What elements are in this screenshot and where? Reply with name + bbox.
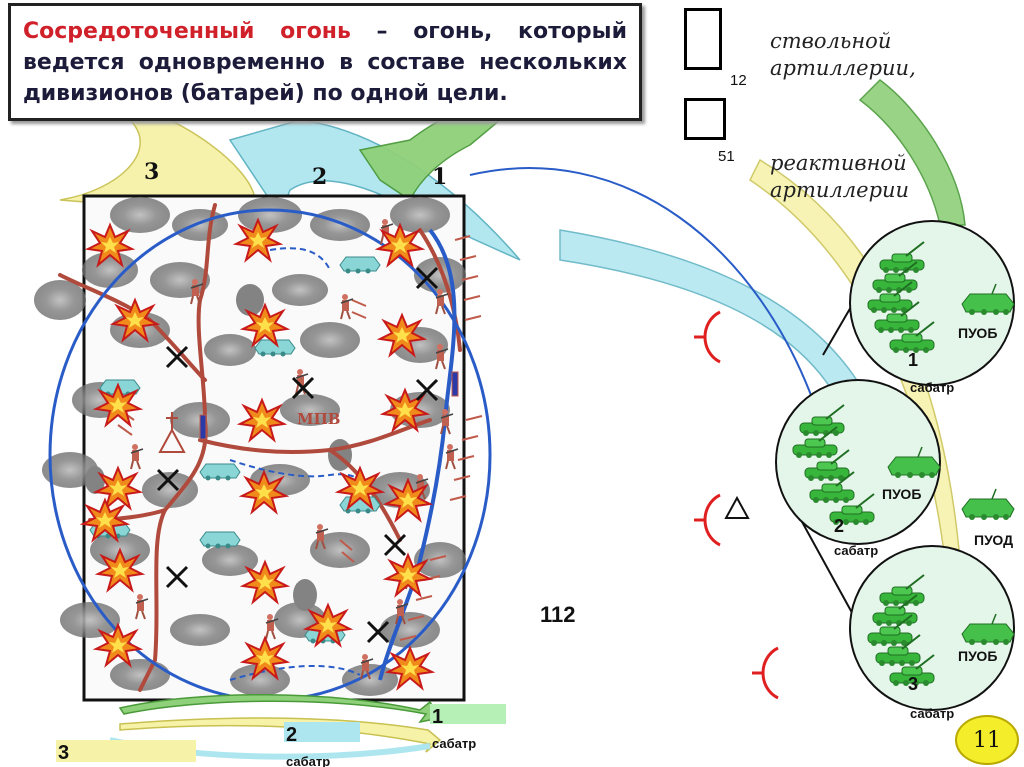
division-post: ПУОД (974, 532, 1014, 548)
battery-3-unit: сабатр (910, 706, 955, 721)
dashed-line (229, 459, 370, 506)
target-label: МПВ (297, 410, 341, 428)
battery-1-number: 1 (908, 350, 919, 370)
battery-3-symbol (849, 545, 1015, 711)
bottom-label-2-number: 2 (286, 724, 298, 746)
bottom-band-2 (284, 722, 360, 742)
fire-arrow-label-2: 2 (312, 164, 328, 190)
battery2-fire-path (559, 229, 862, 396)
legend-rocket-box (684, 98, 726, 140)
battery-1-symbol (822, 220, 1015, 386)
fire-arrow-1 (358, 108, 502, 202)
fire-arrow-label-3: 3 (144, 159, 160, 185)
bottom-band-3 (56, 740, 196, 762)
enemy-position-markers (694, 310, 779, 700)
legend-barrel-box (684, 8, 722, 70)
battery-1-post: ПУОБ (958, 325, 998, 341)
enemy-vehicle-icon (199, 463, 241, 481)
enemy-vehicle-icon (339, 256, 381, 274)
battery-3-post: ПУОБ (958, 648, 998, 664)
battery-2-number: 2 (834, 516, 845, 536)
battery-2-unit: сабатр (834, 543, 879, 558)
definition-text: – огонь, который ведется одновременно в … (23, 19, 627, 106)
battery-3-number: 3 (908, 674, 919, 694)
position-bars (199, 371, 459, 440)
target-number: 112 (540, 602, 576, 627)
legend-rocket-number: 51 (718, 148, 735, 165)
battery-2-symbol (775, 379, 1015, 621)
definition-box: Сосредоточенный огонь – огонь, который в… (8, 3, 642, 121)
command-post-icon (158, 412, 186, 453)
fire-arrow-label-1: 1 (432, 164, 448, 190)
enemy-vehicle-icon (199, 531, 241, 549)
observation-post-icon (724, 495, 750, 519)
definition-term: Сосредоточенный огонь (23, 19, 351, 44)
legend-barrel-text: ствольной артиллерии, (770, 29, 916, 80)
bottom-label-3-number: 3 (58, 742, 70, 764)
enemy-vehicle-icon (339, 496, 381, 514)
legend-rocket-text: реактивной артиллерии (770, 151, 910, 202)
battery-2-post: ПУОБ (882, 486, 922, 502)
dashed-line (229, 664, 361, 681)
definition-paragraph: Сосредоточенный огонь – огонь, который в… (23, 16, 627, 109)
dashed-line (269, 247, 331, 271)
bottom-label-1-unit: сабатр (432, 736, 477, 751)
page-number-badge: 11 (955, 715, 1019, 765)
trajectory-arc (469, 167, 821, 421)
bottom-band-1 (430, 704, 506, 724)
bottom-label-2-unit: сабатр (286, 754, 331, 767)
battery-1-unit: сабатр (910, 380, 955, 395)
bottom-label-1-number: 1 (432, 706, 444, 728)
legend-barrel-number: 12 (730, 72, 747, 89)
